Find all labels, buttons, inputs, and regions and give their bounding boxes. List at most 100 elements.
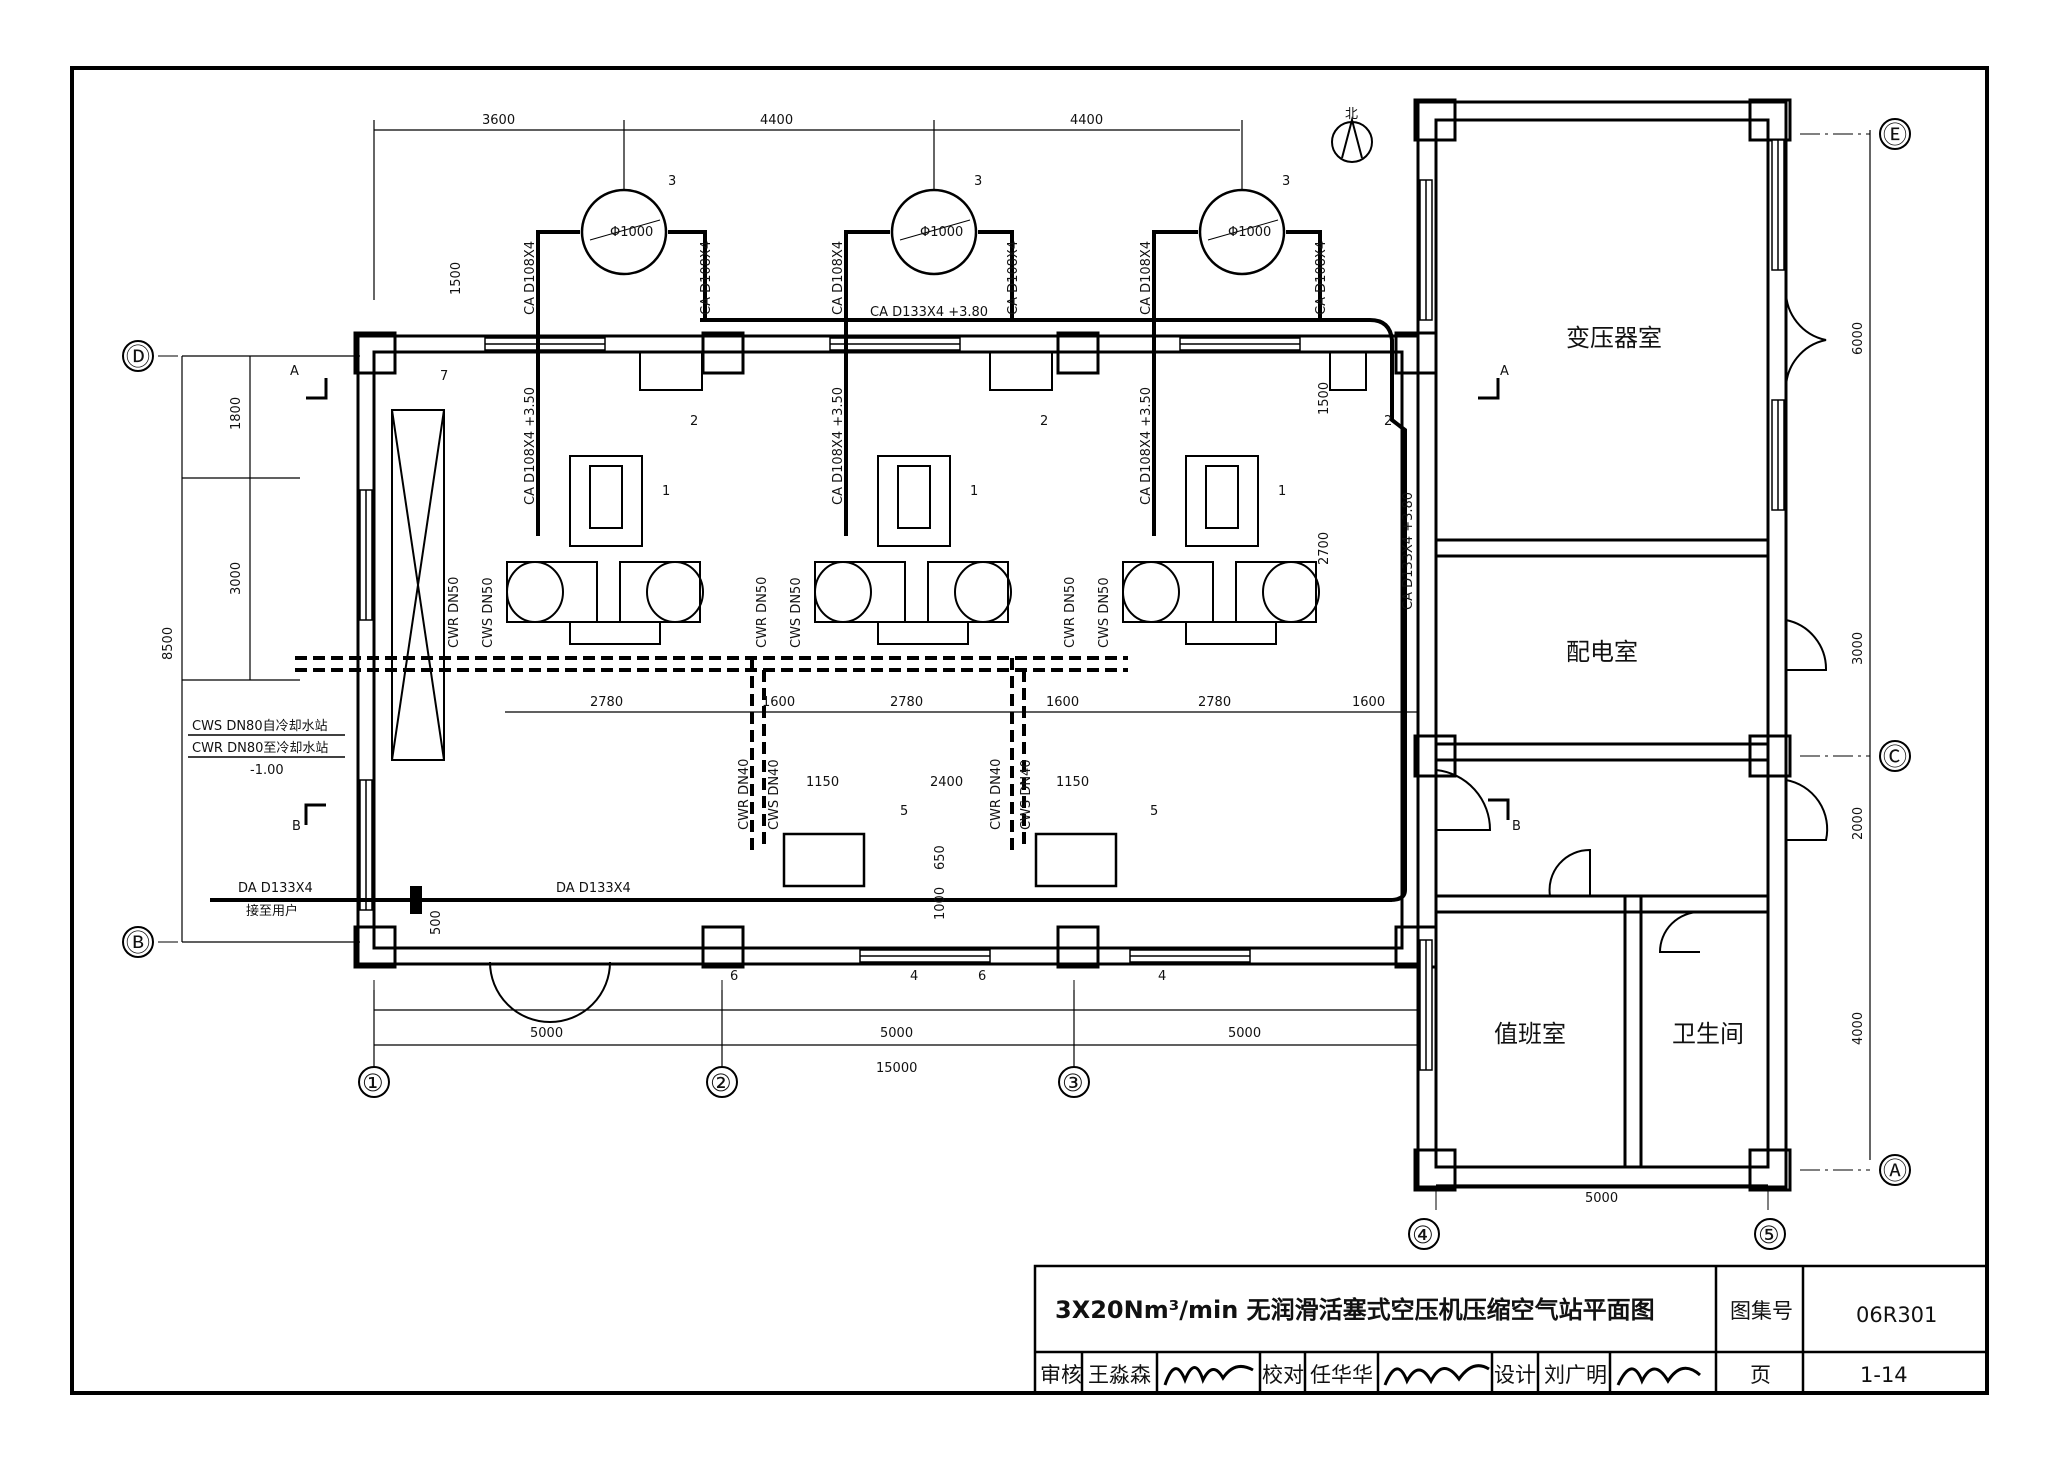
dim-m1: 2780 <box>590 695 623 710</box>
page-no: 1-14 <box>1860 1363 1908 1387</box>
title-block <box>1033 1264 1989 1395</box>
pipe-cws50-2: CWS DN50 <box>789 577 804 648</box>
dim-cooler-2: 2400 <box>930 775 963 790</box>
dim-inner-1: 1500 <box>1317 382 1332 415</box>
tag-4-a: 4 <box>910 969 918 984</box>
axis-row-e: Ⓔ <box>1883 121 1907 149</box>
dim-m5: 2780 <box>1198 695 1231 710</box>
pipe-da-user: 接至用户 <box>246 903 298 919</box>
aftercoolers <box>782 832 1118 888</box>
pipe-cws50-3: CWS DN50 <box>1097 577 1112 648</box>
sec-a-left: A <box>290 364 299 379</box>
compressor-3 <box>1122 455 1320 645</box>
pipe-ca108-350-1: CA D108X4 +3.50 <box>523 387 538 505</box>
vessel-dia-2: Φ1000 <box>920 225 963 240</box>
signatures <box>1163 1364 1701 1386</box>
tag-2-a: 2 <box>690 414 698 429</box>
tag-3-b: 3 <box>974 174 982 189</box>
tag-3-c: 3 <box>1282 174 1290 189</box>
tag-7: 7 <box>440 369 448 384</box>
wall-fans <box>639 351 1367 391</box>
tag-3-a: 3 <box>668 174 676 189</box>
pipe-ca108-1b: CA D108X4 <box>699 241 714 315</box>
axis-row-b: Ⓑ <box>126 929 150 957</box>
atlas-no-label: 图集号 <box>1730 1299 1793 1323</box>
dim-right-1: 6000 <box>1851 322 1866 355</box>
north-arrow-icon <box>1331 116 1373 163</box>
vessel-dia-3: Φ1000 <box>1228 225 1271 240</box>
compressor-hall <box>353 331 1438 969</box>
axis-row-c: Ⓒ <box>1883 743 1907 771</box>
dim-cooler-1: 1150 <box>806 775 839 790</box>
ca-main-pipe <box>215 318 1407 902</box>
hall-door <box>489 950 611 1023</box>
axis-col-2: ② <box>710 1069 732 1097</box>
drawing-title: 3X20Nm³/min 无润滑活塞式空压机压缩空气站平面图 <box>1055 1296 1655 1324</box>
dim-left-3: 8500 <box>161 627 176 660</box>
dimension-lines <box>181 120 1871 1186</box>
dim-inner-2: 2700 <box>1317 532 1332 565</box>
annex-building <box>1413 98 1792 1192</box>
dim-right-2: 3000 <box>1851 632 1866 665</box>
axis-bubbles <box>122 118 1911 1250</box>
tag-2-b: 2 <box>1040 414 1048 429</box>
sec-b-right: B <box>1512 819 1521 834</box>
pipe-da-mid: DA D133X4 <box>556 881 631 896</box>
ca-branch-pipes <box>536 230 1322 536</box>
pipe-cws80: CWS DN80自冷却水站 <box>192 719 328 734</box>
reviewer: 王淼森 <box>1088 1363 1151 1387</box>
dim-m2: 1600 <box>762 695 795 710</box>
axis-col-3: ③ <box>1062 1069 1084 1097</box>
section-marks <box>304 378 1510 825</box>
pipe-cwr40-2: CWR DN40 <box>989 759 1004 830</box>
da-pipe <box>210 886 1392 914</box>
room-duty: 值班室 <box>1494 1020 1566 1048</box>
pipe-ca108-1a: CA D108X4 <box>523 241 538 315</box>
pipe-ca-main-v: CA D133X4 +3.80 <box>1401 492 1416 610</box>
pipe-cwr50-3: CWR DN50 <box>1063 577 1078 648</box>
tag-5-a: 5 <box>900 804 908 819</box>
dim-cooler-v2: 1000 <box>933 887 948 920</box>
dim-bottom-1: 5000 <box>530 1026 563 1041</box>
dim-top-2: 4400 <box>760 113 793 128</box>
dim-cooler-v1: 650 <box>933 845 948 870</box>
page-label: 页 <box>1750 1363 1771 1387</box>
dim-m4: 1600 <box>1046 695 1079 710</box>
dim-vessel: 1500 <box>449 262 464 295</box>
annex-doors <box>1435 289 1829 953</box>
pipe-cwr80: CWR DN80至冷却水站 <box>192 741 328 756</box>
dim-right-3: 2000 <box>1851 807 1866 840</box>
north-label: 北 <box>1345 107 1358 122</box>
axis-col-1: ① <box>362 1069 384 1097</box>
tag-1-c: 1 <box>1278 484 1286 499</box>
sec-b-left: B <box>292 819 301 834</box>
dim-left-1: 1800 <box>229 397 244 430</box>
vessel-dia-1: Φ1000 <box>610 225 653 240</box>
dryer-unit <box>391 409 445 761</box>
dim-bottom-2: 5000 <box>880 1026 913 1041</box>
tag-5-b: 5 <box>1150 804 1158 819</box>
dim-cooler-3: 1150 <box>1056 775 1089 790</box>
dim-annex-bottom: 5000 <box>1585 1191 1618 1206</box>
dim-m3: 2780 <box>890 695 923 710</box>
dim-left-2: 3000 <box>229 562 244 595</box>
compressors <box>506 455 1320 645</box>
dim-bottom-3: 5000 <box>1228 1026 1261 1041</box>
tag-1-a: 1 <box>662 484 670 499</box>
atlas-no: 06R301 <box>1856 1303 1937 1327</box>
pipe-cwr50-1: CWR DN50 <box>447 577 462 648</box>
windows <box>359 337 1301 963</box>
dim-right-4: 4000 <box>1851 1012 1866 1045</box>
checker: 任华华 <box>1310 1363 1373 1387</box>
tag-1-b: 1 <box>970 484 978 499</box>
review-label: 审核 <box>1040 1363 1082 1387</box>
pipe-ca108-3a: CA D108X4 <box>1139 241 1154 315</box>
designer: 刘广明 <box>1544 1363 1607 1387</box>
tag-4-b: 4 <box>1158 969 1166 984</box>
axis-row-d: Ⓓ <box>126 343 150 371</box>
compressor-1 <box>506 455 704 645</box>
dim-top-3: 4400 <box>1070 113 1103 128</box>
axis-col-4: ④ <box>1412 1221 1434 1249</box>
pipe-cws40-2: CWS DN40 <box>1019 759 1034 830</box>
